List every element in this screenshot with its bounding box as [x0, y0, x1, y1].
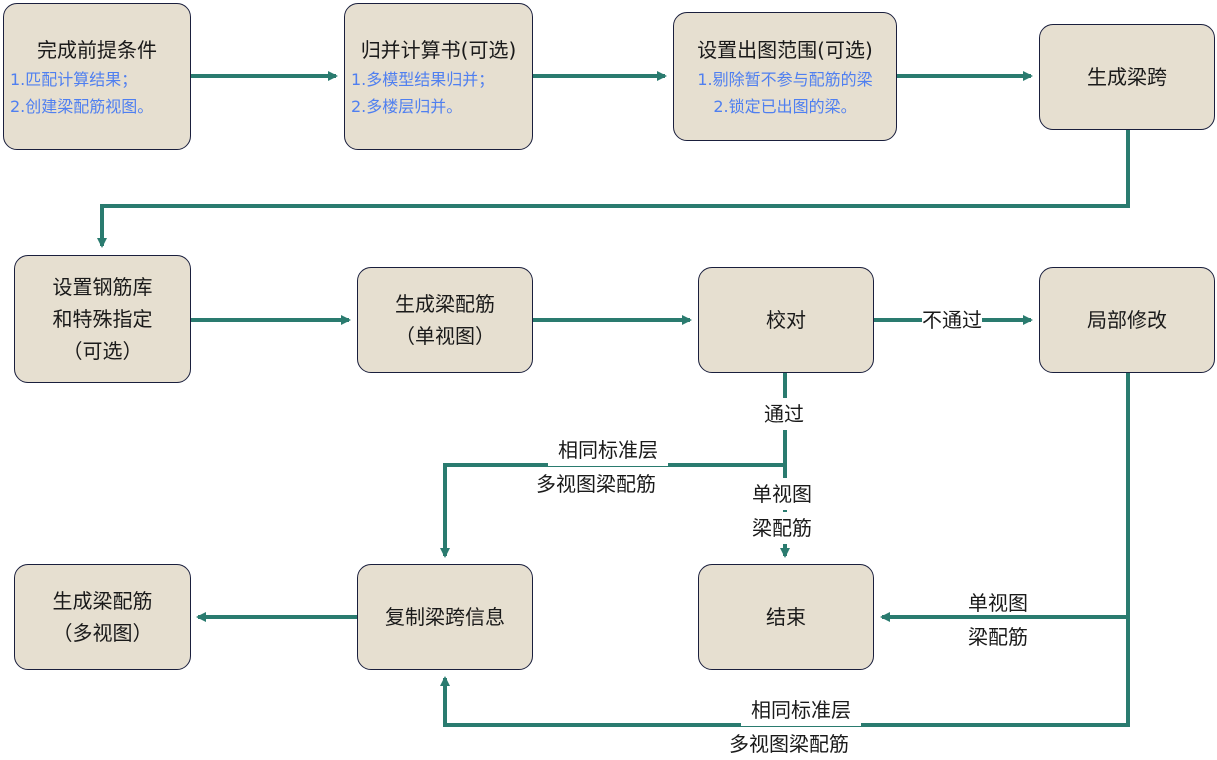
node-merge-sub-2: 2.多楼层归并。: [351, 96, 463, 116]
edge-label-std-floor-mid: 相同标准层 多视图梁配筋: [536, 434, 668, 500]
node-copy-label: 复制梁跨信息: [385, 605, 505, 629]
edge-label-single-right-1: 单视图: [968, 591, 1028, 615]
node-rebar-lib[interactable]: 设置钢筋库 和特殊指定 （可选）: [14, 255, 191, 383]
node-end[interactable]: 结束: [698, 564, 874, 670]
node-merge[interactable]: 归并计算书(可选) 1.多模型结果归并； 2.多楼层归并。: [344, 3, 533, 150]
edge-label-std-floor-mid-2: 多视图梁配筋: [536, 468, 656, 500]
node-prereq[interactable]: 完成前提条件 1.匹配计算结果； 2.创建梁配筋视图。: [3, 3, 191, 150]
node-span-label: 生成梁跨: [1087, 65, 1167, 89]
edge-label-single-mid: 单视图 梁配筋: [752, 478, 812, 544]
node-rebar-lib-line-1: 设置钢筋库: [52, 275, 153, 299]
node-gen-single[interactable]: 生成梁配筋 （单视图）: [357, 267, 533, 373]
node-check[interactable]: 校对: [698, 267, 874, 373]
node-prereq-title: 完成前提条件: [37, 37, 157, 62]
edge-span-to-rebar-lib: [97, 130, 1130, 248]
edge-label-single-mid-1: 单视图: [752, 478, 812, 510]
edge-label-single-right: 单视图 梁配筋: [968, 587, 1028, 651]
node-range[interactable]: 设置出图范围(可选) 1.剔除暂不参与配筋的梁 2.锁定已出图的梁。: [673, 12, 897, 141]
edge-label-std-floor-bottom-1: 相同标准层: [741, 694, 861, 726]
node-span[interactable]: 生成梁跨: [1039, 24, 1215, 130]
node-merge-title: 归并计算书(可选): [360, 37, 517, 62]
node-end-label: 结束: [766, 605, 806, 629]
node-rebar-lib-line-3: （可选）: [62, 339, 143, 363]
node-prereq-sub-1: 1.匹配计算结果；: [10, 69, 138, 89]
node-rebar-lib-line-2: 和特殊指定: [52, 307, 153, 331]
node-range-sub-1: 1.剔除暂不参与配筋的梁: [697, 69, 873, 89]
edge-label-single-mid-2: 梁配筋: [752, 512, 812, 544]
node-modify-label: 局部修改: [1087, 308, 1167, 332]
edge-check-to-copy: [440, 463, 785, 558]
node-gen-multi-line-2: （多视图）: [52, 621, 153, 645]
edge-label-pass: 通过: [764, 398, 804, 430]
node-gen-multi-line-1: 生成梁配筋: [52, 589, 153, 613]
edge-modify-to-end: [880, 372, 1130, 622]
node-gen-multi[interactable]: 生成梁配筋 （多视图）: [14, 564, 191, 670]
node-modify[interactable]: 局部修改: [1039, 267, 1215, 373]
edge-label-std-floor-bottom: 相同标准层 多视图梁配筋: [729, 694, 861, 760]
edge-label-std-floor-mid-1: 相同标准层: [548, 434, 668, 466]
node-gen-single-line-2: （单视图）: [395, 324, 495, 348]
node-gen-single-line-1: 生成梁配筋: [395, 292, 495, 316]
edge-label-single-right-2: 梁配筋: [968, 625, 1028, 649]
node-merge-sub-1: 1.多模型结果归并；: [351, 69, 495, 89]
node-range-title: 设置出图范围(可选): [697, 37, 873, 62]
node-prereq-sub-2: 2.创建梁配筋视图。: [10, 96, 154, 116]
edge-label-fail: 不通过: [922, 304, 982, 336]
edge-label-std-floor-bottom-2: 多视图梁配筋: [729, 728, 849, 760]
node-check-label: 校对: [766, 308, 806, 332]
node-range-sub-2: 2.锁定已出图的梁。: [713, 96, 857, 116]
node-copy[interactable]: 复制梁跨信息: [357, 564, 533, 670]
